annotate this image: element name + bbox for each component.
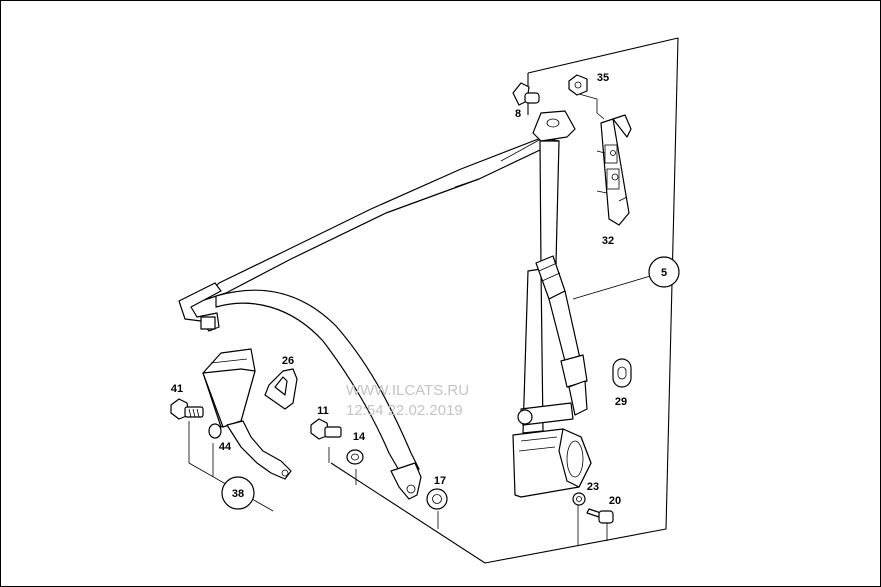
retractor-unit (512, 380, 592, 498)
vertical-belt-webbing (539, 140, 560, 270)
bolt-41 (170, 398, 204, 420)
callout-label-23: 23 (587, 481, 599, 493)
belt-guide-clip (200, 316, 216, 330)
clip-29 (612, 358, 632, 388)
lap-belt-end-fitting (390, 462, 422, 500)
callout-label-38: 38 (232, 488, 244, 500)
cover-26 (264, 368, 298, 410)
bolt-11 (310, 418, 342, 440)
end-fitting-bolt-hole (406, 484, 416, 494)
washer-23 (572, 492, 586, 506)
upper-belt-webbing (200, 137, 560, 302)
callout-leader-lines (188, 93, 665, 546)
callout-label-20: 20 (609, 495, 621, 507)
upper-anchor-hole (546, 118, 560, 128)
callout-label-17: 17 (434, 475, 446, 487)
callout-label-26: 26 (282, 355, 294, 367)
callout-label-29: 29 (615, 396, 627, 408)
nut-35 (568, 74, 588, 96)
bushing-17 (426, 488, 448, 510)
callout-label-11: 11 (317, 405, 329, 417)
height-adjuster-32 (596, 114, 632, 226)
washer-44 (208, 423, 222, 439)
watermark-datetime: 12:54 22.02.2019 (346, 402, 463, 419)
callout-label-35: 35 (597, 72, 609, 84)
callout-circle-38: 38 (221, 476, 255, 510)
callout-label-5: 5 (661, 267, 667, 279)
upper-belt-fold (454, 138, 542, 188)
upper-anchor-bracket (532, 110, 576, 142)
spacer-14 (346, 449, 364, 465)
callout-label-32: 32 (602, 235, 614, 247)
callout-label-14: 14 (353, 431, 366, 443)
callout-label-8: 8 (515, 108, 521, 120)
callout-label-44: 44 (219, 441, 232, 453)
buckle-assembly (202, 348, 292, 480)
watermark-site: WWW.ILCATS.RU (346, 382, 469, 399)
pretensioner-tube (535, 255, 588, 388)
callout-circle-5: 5 (648, 256, 680, 288)
bolt-20 (586, 508, 614, 524)
callout-label-41: 41 (171, 383, 183, 395)
bolt-8 (512, 82, 540, 106)
